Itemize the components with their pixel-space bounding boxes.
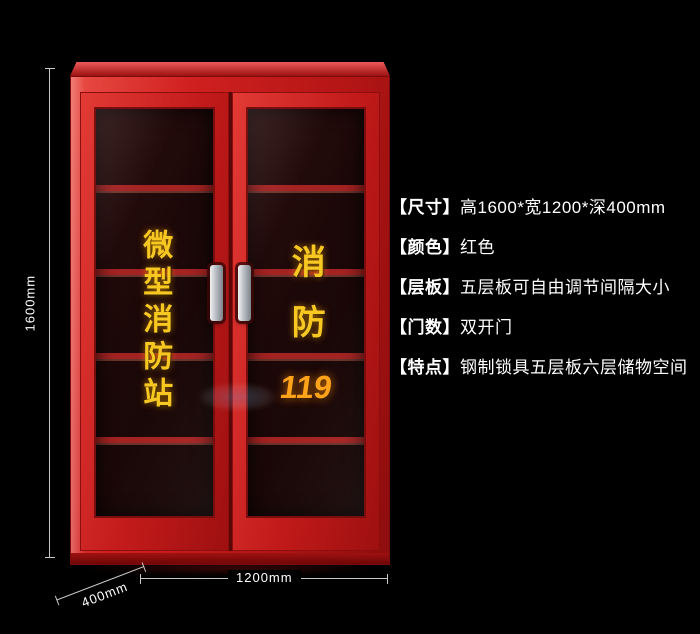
height-dimension-label: 1600mm: [22, 274, 38, 332]
left-door: 微型消防站: [80, 92, 229, 551]
spec-label: 【门数】: [390, 318, 460, 337]
spec-value: 高1600*宽1200*深400mm: [460, 198, 666, 217]
cabinet-body: 微型消防站 消防 119: [70, 76, 390, 565]
spec-label: 【颜色】: [390, 238, 460, 257]
spec-row: 【层板】五层板可自由调节间隔大小: [390, 277, 688, 298]
fire-cabinet: 微型消防站 消防 119: [70, 62, 390, 565]
spec-row: 【门数】双开门: [390, 317, 688, 338]
dimension-tick: [387, 574, 388, 584]
spec-label: 【尺寸】: [390, 198, 460, 217]
cabinet-doors: 微型消防站 消防 119: [80, 92, 380, 551]
left-door-window: 微型消防站: [94, 107, 215, 518]
right-door-handle: [237, 265, 251, 321]
dimension-tick: [54, 595, 60, 606]
right-door: 消防 119: [231, 92, 380, 551]
dimension-tick: [140, 574, 141, 584]
right-door-text: 消防: [286, 244, 325, 364]
spec-value: 红色: [460, 238, 495, 257]
spec-row: 【颜色】红色: [390, 237, 688, 258]
width-dimension-label: 1200mm: [228, 570, 301, 585]
right-door-number: 119: [277, 369, 335, 405]
spec-value: 五层板可自由调节间隔大小: [460, 278, 670, 297]
dimension-tick: [45, 557, 55, 558]
cabinet-top-edge: [70, 62, 390, 76]
height-dimension-line: [45, 68, 55, 558]
watermark: [199, 383, 277, 411]
left-door-handle: [209, 265, 223, 321]
right-door-window: 消防 119: [245, 107, 366, 518]
spec-list: 【尺寸】高1600*宽1200*深400mm 【颜色】红色 【层板】五层板可自由…: [390, 197, 688, 378]
spec-label: 【特点】: [390, 358, 460, 377]
dimension-tick: [45, 68, 55, 69]
spec-value: 钢制锁具五层板六层储物空间: [460, 358, 688, 377]
spec-row: 【特点】钢制锁具五层板六层储物空间: [390, 357, 688, 378]
spec-row: 【尺寸】高1600*宽1200*深400mm: [390, 197, 688, 218]
spec-label: 【层板】: [390, 278, 460, 297]
left-door-text: 微型消防站: [138, 229, 172, 414]
spec-value: 双开门: [460, 318, 513, 337]
